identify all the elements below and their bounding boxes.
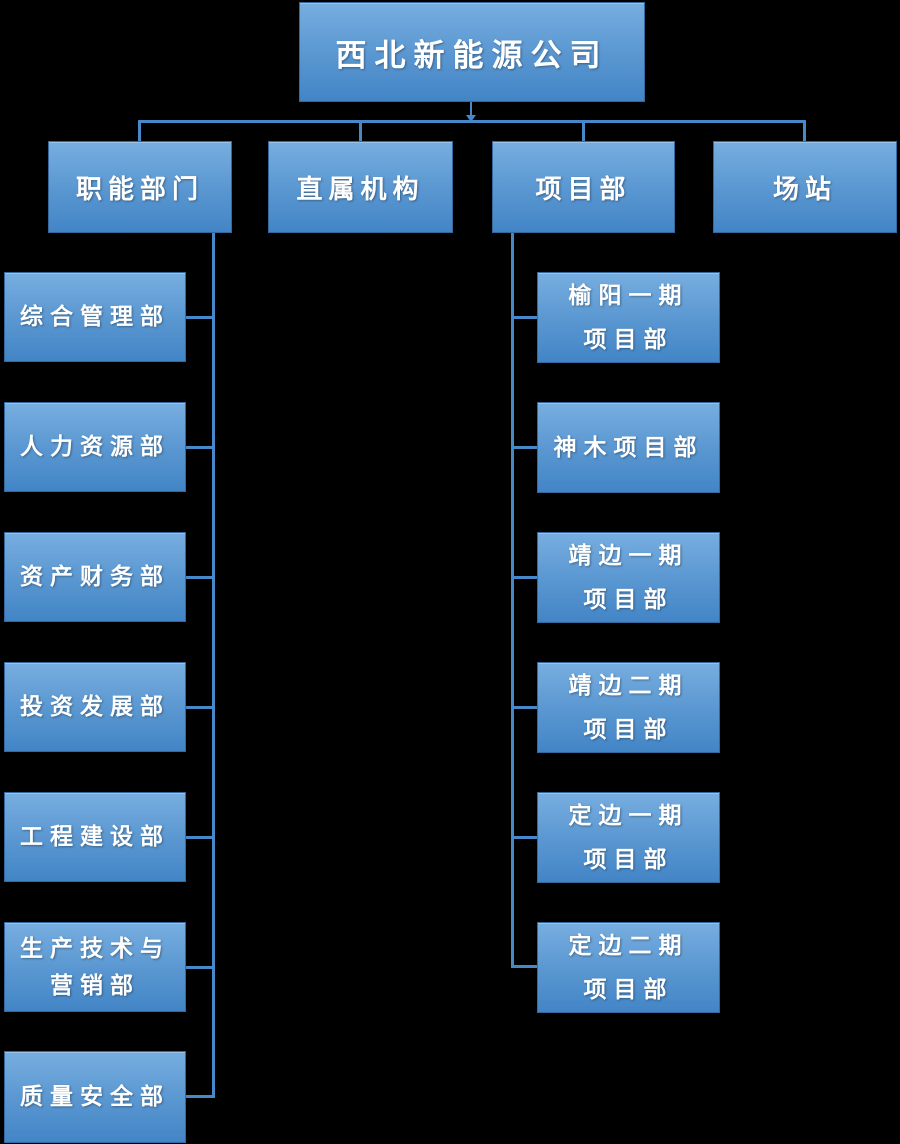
project-label: 榆阳一期 项目部 — [568, 282, 689, 352]
dept-box-human-resources: 人力资源部 — [4, 402, 186, 492]
project-stub-line — [511, 836, 537, 839]
project-box-dingbian-phase1: 定边一期 项目部 — [537, 792, 720, 883]
dept-box-production-tech-marketing: 生产技术与 营销部 — [4, 922, 186, 1012]
root-connector-stem — [470, 102, 472, 116]
dept-stub-line — [186, 316, 215, 319]
project-stub-line — [511, 965, 537, 968]
dept-label: 工程建设部 — [20, 824, 170, 850]
dept-stub-line — [186, 836, 215, 839]
root-connector-arrowhead-icon — [466, 115, 476, 122]
dept-label: 人力资源部 — [20, 434, 170, 460]
level2-stub-line — [803, 120, 806, 141]
dept-label: 生产技术与 营销部 — [20, 935, 170, 998]
project-label: 靖边一期 项目部 — [568, 542, 689, 612]
project-box-jingbian-phase1: 靖边一期 项目部 — [537, 532, 720, 623]
project-rail-line — [511, 233, 514, 968]
org-root-label: 西北新能源公司 — [335, 37, 609, 73]
functional-rail-line — [212, 233, 215, 1098]
project-label: 神木项目部 — [553, 434, 704, 460]
project-box-yuyang-phase1: 榆阳一期 项目部 — [537, 272, 720, 363]
level2-rail-line — [138, 120, 806, 123]
dept-label: 综合管理部 — [20, 304, 170, 330]
dept-label: 投资发展部 — [20, 694, 170, 720]
project-box-jingbian-phase2: 靖边二期 项目部 — [537, 662, 720, 753]
dept-stub-line — [186, 706, 215, 709]
project-stub-line — [511, 446, 537, 449]
branch-label: 场站 — [772, 174, 837, 204]
level2-stub-line — [582, 120, 585, 141]
dept-box-quality-safety: 质量安全部 — [4, 1051, 186, 1143]
org-root-box: 西北新能源公司 — [299, 2, 645, 102]
dept-stub-line — [186, 446, 215, 449]
branch-box-functional-departments: 职能部门 — [48, 141, 232, 233]
project-box-dingbian-phase2: 定边二期 项目部 — [537, 922, 720, 1013]
dept-box-engineering-construction: 工程建设部 — [4, 792, 186, 882]
project-label: 定边二期 项目部 — [568, 932, 689, 1002]
project-label: 定边一期 项目部 — [568, 802, 689, 872]
branch-box-project-departments: 项目部 — [492, 141, 675, 233]
dept-box-investment-development: 投资发展部 — [4, 662, 186, 752]
level2-stub-line — [138, 120, 141, 141]
project-label: 靖边二期 项目部 — [568, 672, 689, 742]
dept-box-asset-finance: 资产财务部 — [4, 532, 186, 622]
branch-box-direct-institutions: 直属机构 — [268, 141, 453, 233]
project-box-shenmu: 神木项目部 — [537, 402, 720, 493]
branch-label: 项目部 — [535, 174, 632, 204]
dept-box-general-management: 综合管理部 — [4, 272, 186, 362]
branch-box-stations: 场站 — [713, 141, 897, 233]
project-stub-line — [511, 706, 537, 709]
project-stub-line — [511, 316, 537, 319]
dept-stub-line — [186, 1095, 215, 1098]
branch-label: 直属机构 — [296, 174, 425, 204]
dept-label: 质量安全部 — [20, 1084, 170, 1110]
project-stub-line — [511, 576, 537, 579]
branch-label: 职能部门 — [75, 174, 204, 204]
dept-stub-line — [186, 966, 215, 969]
dept-stub-line — [186, 576, 215, 579]
dept-label: 资产财务部 — [20, 564, 170, 590]
level2-stub-line — [359, 120, 362, 141]
